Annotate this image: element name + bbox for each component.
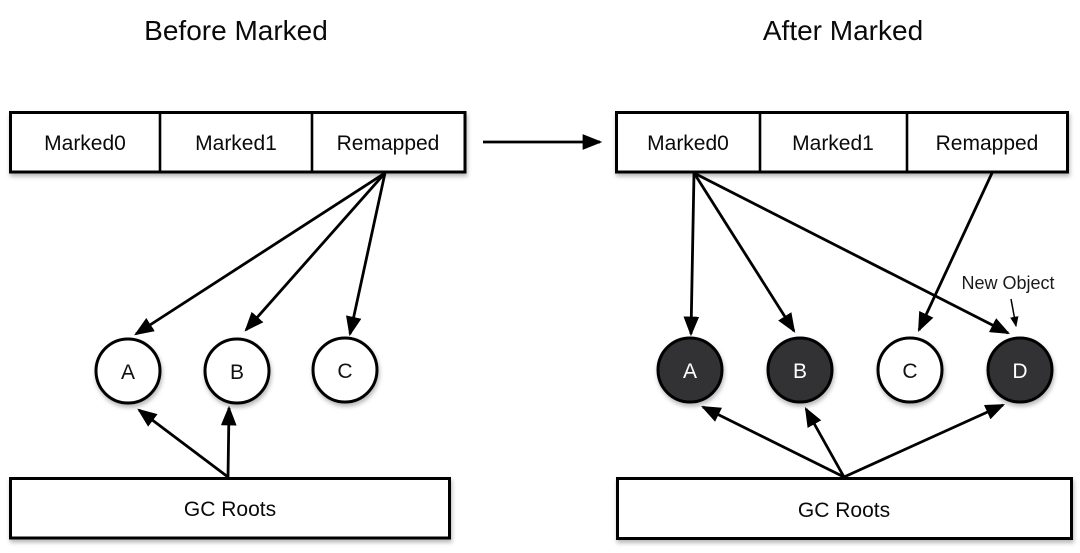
panel-before-title: Before Marked: [144, 15, 328, 46]
object-label-d: D: [1012, 360, 1027, 383]
object-circle-c: [311, 336, 379, 404]
pointer-box-outline: [615, 111, 1069, 174]
arrow-remapped-to-c: [917, 172, 994, 333]
arrow-roots-to-a: [700, 405, 845, 479]
arrow-remapped-to-b: [244, 172, 387, 332]
object-label-a: A: [121, 361, 135, 384]
object-circle-d-marked: [986, 336, 1054, 404]
arrow-remapped-to-c: [346, 172, 387, 337]
pointer-box-before: Marked0 Marked1 Remapped: [9, 111, 467, 174]
object-node-b: B: [203, 337, 271, 405]
cell-label-remapped: Remapped: [936, 132, 1039, 155]
gc-roots-box-before: GC Roots: [9, 477, 451, 540]
object-label-b: B: [793, 360, 807, 383]
gc-roots-box-after: GC Roots: [616, 477, 1073, 540]
object-circle-c-unmarked: [876, 336, 944, 404]
pointer-box-after: Marked0 Marked1 Remapped: [615, 111, 1069, 174]
panel-after-title: After Marked: [763, 15, 923, 46]
gc-roots-outline: [9, 477, 451, 540]
cell-label-marked0: Marked0: [44, 132, 126, 155]
cell-label-marked1: Marked1: [195, 132, 277, 155]
arrow-remapped-to-a: [134, 171, 386, 336]
object-node-a: A: [656, 336, 724, 404]
pointer-box-outline: [9, 111, 467, 174]
object-node-c: C: [311, 336, 379, 404]
arrow-roots-to-b: [804, 407, 846, 478]
object-node-a: A: [94, 337, 162, 405]
new-object-label: New Object: [961, 273, 1054, 293]
arrow-roots-to-b: [220, 405, 237, 478]
cell-label-marked1: Marked1: [792, 132, 874, 155]
panel-before-marked: Before Marked Marked0 Marked1 Remapped A…: [9, 15, 467, 540]
arrow-roots-to-d: [843, 403, 1006, 479]
object-label-a: A: [683, 360, 697, 383]
cell-label-marked0: Marked0: [647, 132, 729, 155]
panel-after-marked: After Marked Marked0 Marked1 Remapped Ne…: [615, 15, 1073, 540]
arrow-roots-to-a: [137, 408, 229, 479]
object-label-c: C: [337, 360, 352, 383]
new-object-pointer-arrow: [1010, 298, 1019, 328]
object-circle-a-marked: [656, 336, 724, 404]
object-node-c: C: [876, 336, 944, 404]
arrow-marked0-to-a: [683, 172, 700, 337]
object-circle-a: [94, 337, 162, 405]
object-node-d: D: [986, 336, 1054, 404]
cell-label-remapped: Remapped: [337, 132, 440, 155]
object-node-b: B: [766, 336, 834, 404]
object-circle-b: [203, 337, 271, 405]
arrow-marked0-to-b: [692, 172, 796, 333]
object-circle-b-marked: [766, 336, 834, 404]
gc-roots-outline: [616, 477, 1073, 540]
object-label-c: C: [902, 360, 917, 383]
arrow-marked0-to-d: [693, 171, 1010, 335]
object-label-b: B: [230, 361, 244, 384]
gc-roots-label: GC Roots: [798, 499, 890, 522]
gc-roots-label: GC Roots: [184, 498, 276, 521]
